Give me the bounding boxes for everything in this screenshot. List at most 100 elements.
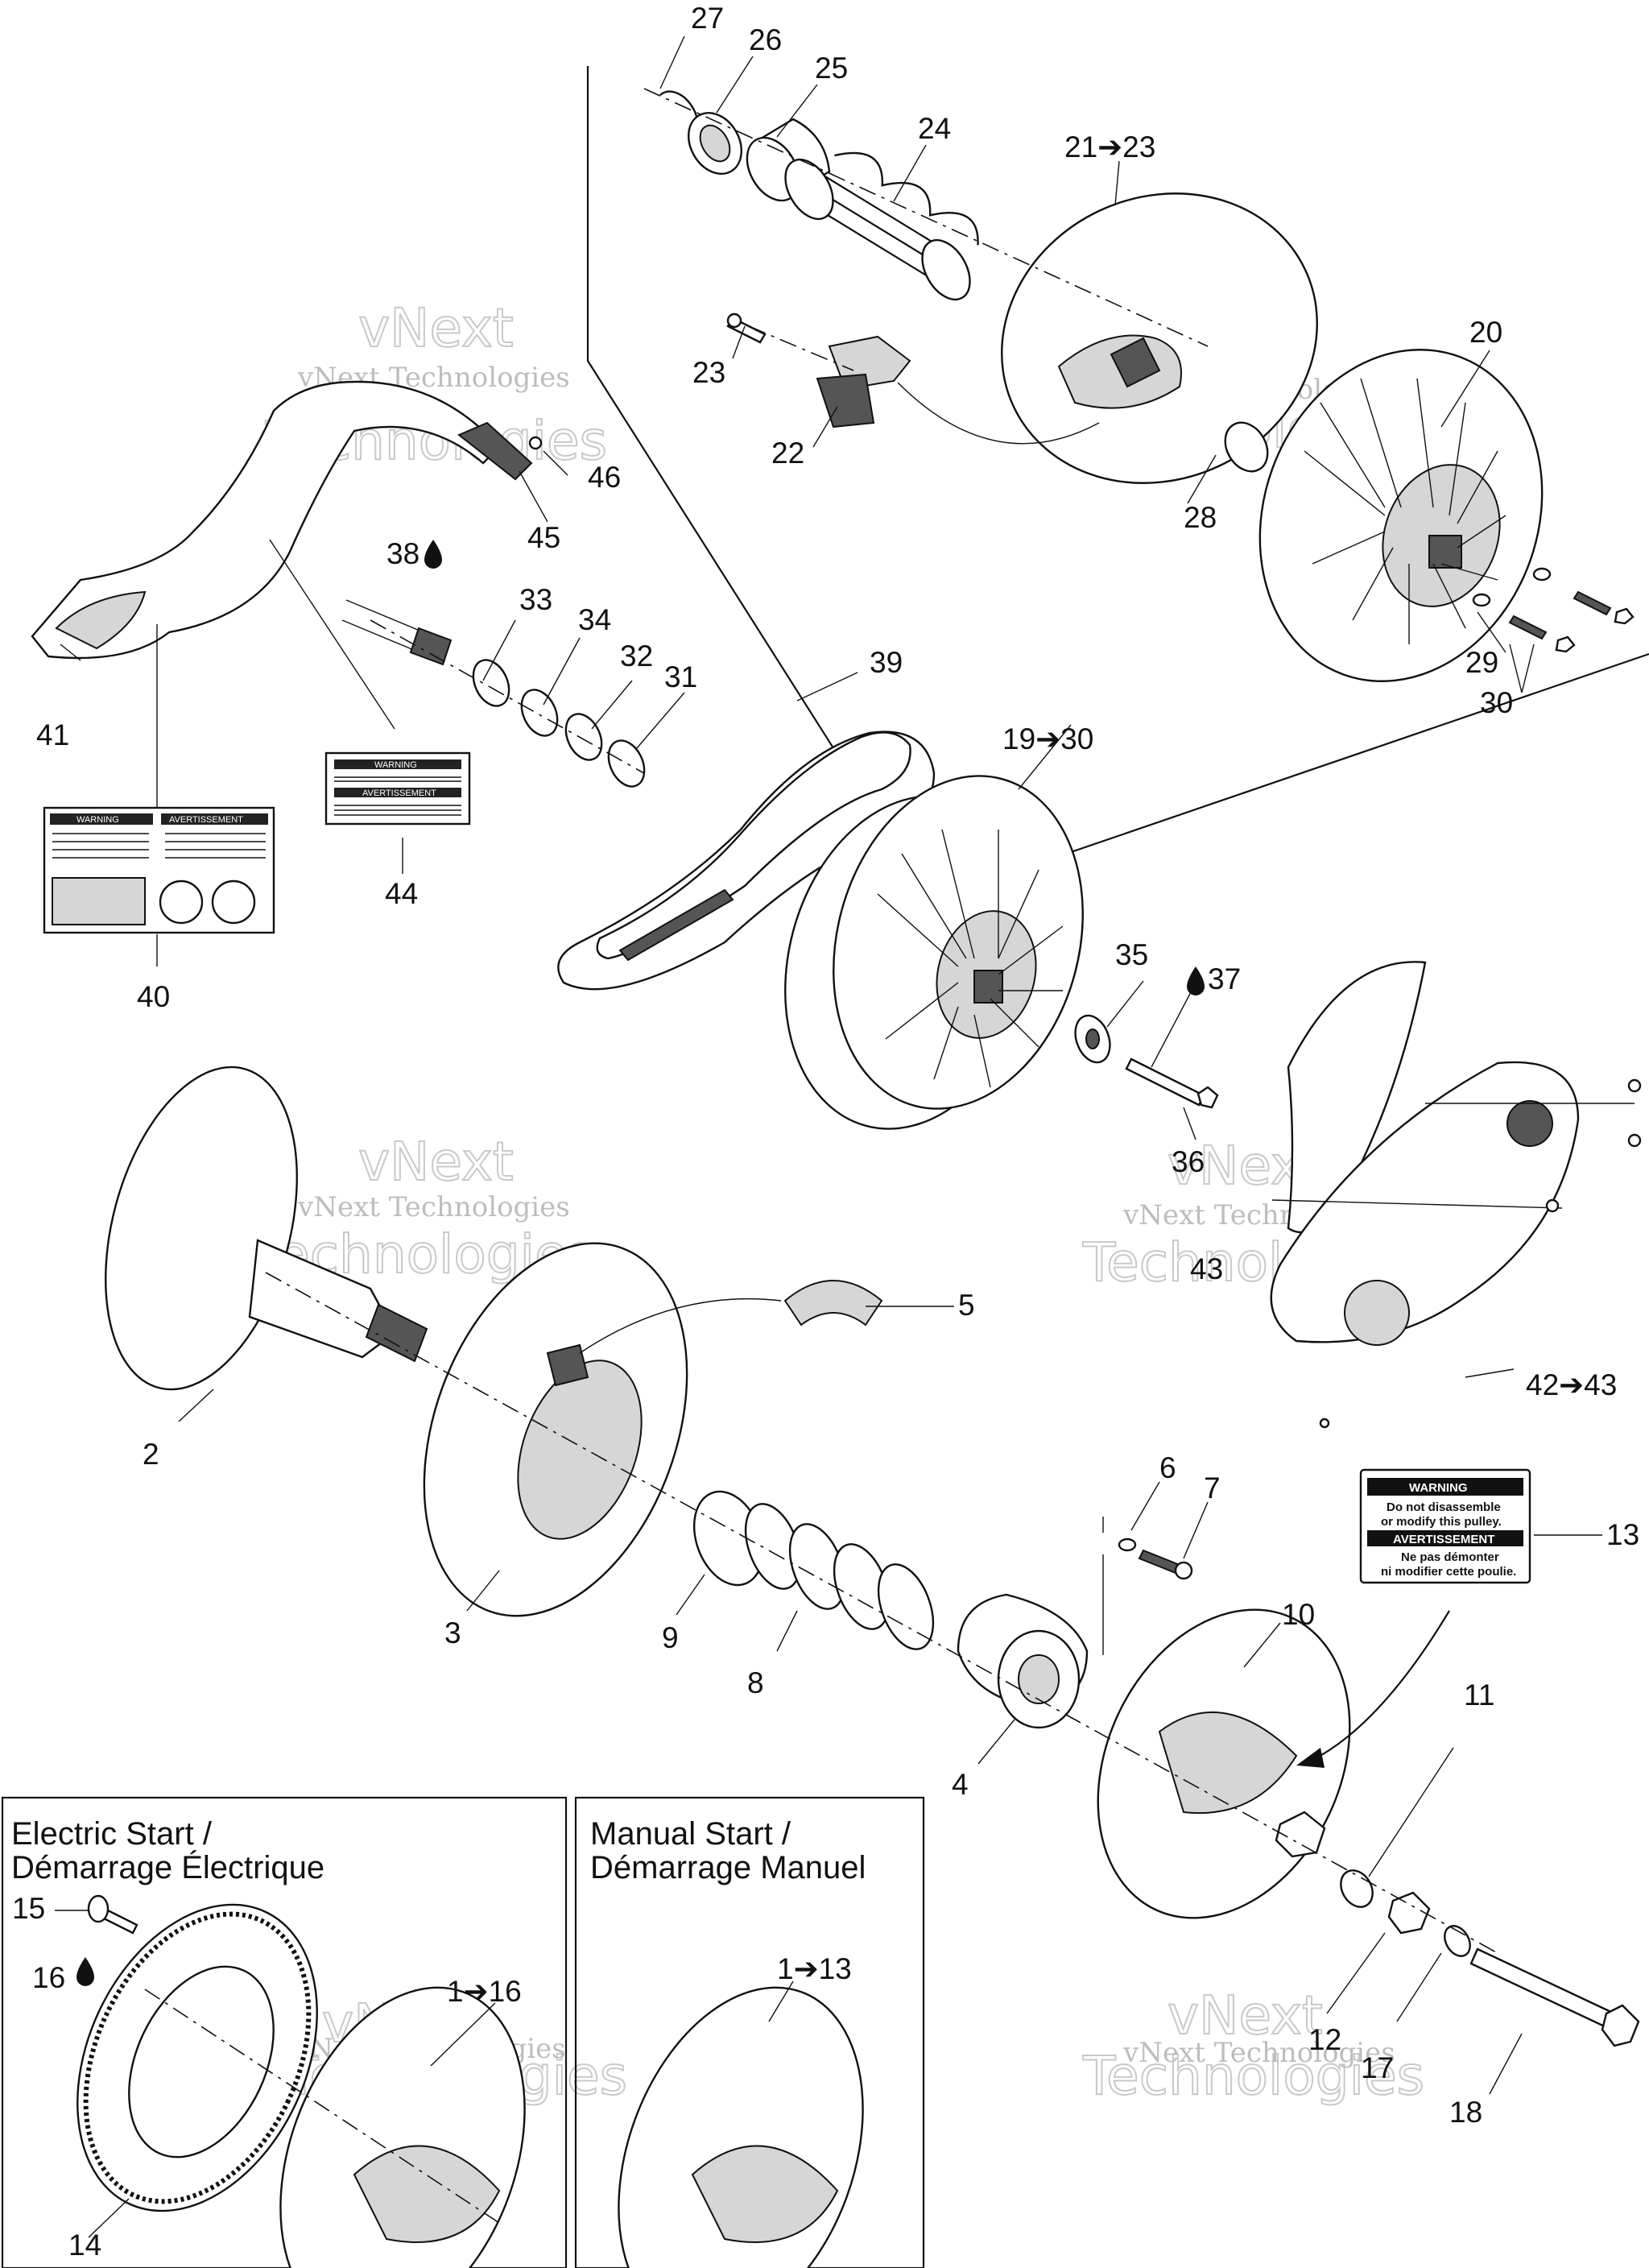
roller-5	[783, 1280, 883, 1326]
decal-13-head-fr: AVERTISSEMENT	[1393, 1533, 1494, 1546]
callout-20: 20	[1469, 316, 1502, 349]
ring-gear-14-inner	[128, 1965, 275, 2158]
callout-28: 28	[1184, 501, 1217, 534]
callout-41: 41	[36, 718, 69, 751]
callout-26: 26	[749, 23, 782, 56]
sheave-20-splines	[1428, 535, 1462, 569]
decal-13-line4: ni modifier cette poulie.	[1381, 1565, 1516, 1579]
leader-roller-5	[579, 1297, 782, 1354]
callout-46: 46	[588, 461, 621, 494]
callout-13: 13	[1606, 1518, 1639, 1551]
callout-labels: 27 26 25 24 21➔23 20 23 22 28 46 45 38 3…	[12, 2, 1639, 2262]
screw-7-head	[1174, 1561, 1193, 1580]
watermark-line-6: vNext Technologies	[1122, 2037, 1395, 2069]
decal-40-head: WARNING	[76, 815, 119, 825]
manual-start-title-2: Démarrage Manuel	[590, 1850, 866, 1885]
washer-17	[1444, 1925, 1471, 1957]
ramp-block	[1110, 337, 1161, 388]
washer-32	[564, 713, 603, 761]
manual-start-frame	[574, 1796, 925, 2268]
sheave-20-ribs	[1304, 378, 1506, 644]
group-frame-lines	[586, 66, 1649, 902]
washer-28	[1224, 421, 1269, 473]
cover-screw-c	[1545, 1198, 1560, 1213]
decal-13-line1: Do not disassemble	[1387, 1500, 1501, 1514]
centerline-drive	[265, 1272, 1498, 1954]
oil-drop-icons	[76, 540, 1205, 1986]
decal-40-head-fr: AVERTISSEMENT	[169, 815, 243, 825]
nut-12	[1387, 1891, 1431, 1935]
electric-start-frame	[1, 1796, 568, 2268]
washer-33	[472, 659, 510, 707]
decal-44-head: WARNING	[374, 760, 417, 770]
callout-6: 6	[1159, 1451, 1176, 1484]
watermark-vnext-1: vNext	[358, 297, 514, 359]
leader-13-arrow	[1304, 1610, 1450, 1765]
decal-13: WARNING Do not disassemble or modify thi…	[1359, 1468, 1531, 1584]
decal-13-frame	[1359, 1468, 1531, 1584]
decal-44-header-bar	[334, 759, 461, 769]
ring-gear-14-teeth	[83, 1911, 312, 2204]
centerline-driven	[643, 88, 1209, 347]
callout-36: 36	[1172, 1145, 1205, 1178]
cover-42-leaders	[1271, 1103, 1635, 1209]
screw-46	[528, 436, 543, 450]
electric-start-box: Electric Start / Démarrage Électrique	[1, 1796, 568, 2268]
cup-26-inner	[699, 124, 731, 163]
callout-21-23: 21➔23	[1064, 130, 1155, 163]
decal-44-header-bar-fr	[334, 788, 461, 797]
bolt-36-head	[1196, 1086, 1219, 1109]
decal-13-line2: or modify this pulley.	[1381, 1515, 1502, 1529]
callout-30: 30	[1480, 686, 1513, 719]
screw-15-head	[87, 1894, 110, 1923]
washer-35-hole	[1085, 1028, 1100, 1049]
driven-pulley-19-30	[784, 775, 1219, 1130]
callout-29: 29	[1465, 646, 1498, 679]
cam-4-bore	[1018, 1654, 1060, 1704]
callout-39: 39	[870, 646, 903, 679]
belt-guard-area	[31, 380, 646, 809]
bolt-18	[1469, 1947, 1616, 2030]
cover-10-ribs	[1158, 1711, 1298, 1815]
centerline-shaft	[370, 619, 645, 774]
cover-screw-b	[1627, 1133, 1642, 1148]
callout-11: 11	[1464, 1678, 1494, 1711]
manual-start-title-1: Manual Start /	[590, 1816, 791, 1852]
watermark-vnext-6: vNext	[1168, 1984, 1323, 2047]
spring-24	[784, 151, 979, 301]
leader-13-arrowhead	[1296, 1748, 1325, 1768]
decal-40-picture-2	[159, 879, 204, 925]
oil-drop-icon	[424, 540, 442, 569]
callout-40: 40	[137, 980, 170, 1013]
fixed-sheave-21-23	[1001, 192, 1318, 484]
screw-30-a	[1573, 590, 1612, 616]
cover-42	[1270, 1061, 1580, 1343]
callout-4: 4	[952, 1768, 969, 1801]
decal-13-header-bar-fr	[1367, 1530, 1523, 1546]
decal-40-header-bar	[50, 813, 153, 825]
callout-25: 25	[815, 52, 848, 85]
drive-pulley-assembly	[105, 1066, 1640, 2047]
movable-half-3-arrow	[546, 1343, 589, 1387]
callout-3: 3	[444, 1616, 461, 1649]
callout-2: 2	[143, 1438, 159, 1471]
slider-22-block	[816, 373, 875, 428]
callout-16: 16	[32, 1961, 65, 1994]
callout-23: 23	[692, 356, 725, 389]
frame-line-driven-group	[586, 66, 1649, 902]
oil-drop-icon	[76, 1957, 94, 1986]
engine-cover-42-43	[1270, 961, 1642, 1429]
fixed-half-2-shaft	[248, 1239, 396, 1359]
callout-leaders	[55, 35, 1602, 2238]
callout-45: 45	[527, 521, 560, 554]
washer-29-a	[1532, 567, 1552, 581]
callout-14: 14	[68, 2229, 101, 2262]
oil-drop-icon	[1187, 966, 1205, 995]
washer-31	[607, 739, 646, 788]
decal-40: WARNING AVERTISSEMENT	[43, 806, 275, 934]
callout-24: 24	[918, 112, 951, 145]
cover-screw-a	[1627, 1078, 1642, 1093]
electric-start-title-1: Electric Start /	[11, 1816, 213, 1852]
callout-31: 31	[664, 660, 697, 693]
callout-10: 10	[1282, 1598, 1315, 1631]
